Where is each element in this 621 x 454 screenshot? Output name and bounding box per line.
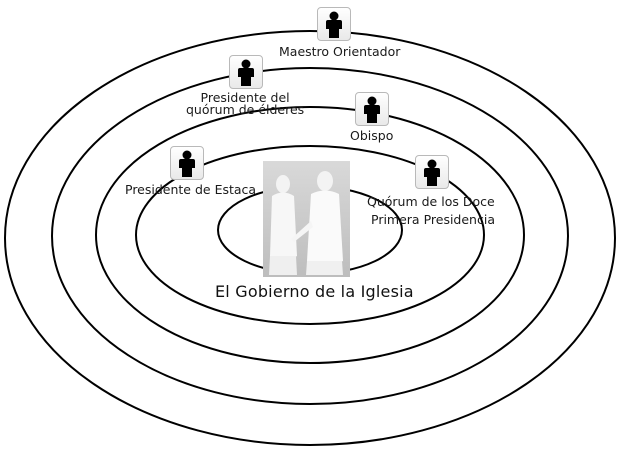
person-icon bbox=[317, 7, 351, 41]
ring-4 bbox=[135, 145, 485, 325]
outer-ring bbox=[4, 30, 616, 446]
ring-2 bbox=[51, 67, 569, 405]
person-icon bbox=[415, 155, 449, 189]
label-obispo: Obispo bbox=[350, 128, 394, 143]
person-icon bbox=[229, 55, 263, 89]
diagram-title: El Gobierno de la Iglesia bbox=[215, 282, 414, 301]
two-men-in-white-photo bbox=[263, 161, 350, 277]
label-quorum-doce: Quórum de los Doce bbox=[367, 194, 495, 209]
label-primera-presidencia: Primera Presidencia bbox=[371, 212, 495, 227]
label-presidente-quorum-elderes: Presidente del quórum de élderes bbox=[186, 90, 305, 117]
ring-3 bbox=[95, 106, 525, 364]
person-icon bbox=[170, 146, 204, 180]
person-icon bbox=[355, 92, 389, 126]
label-maestro-orientador: Maestro Orientador bbox=[279, 44, 401, 59]
label-presidente-estaca: Presidente de Estaca bbox=[125, 182, 257, 197]
